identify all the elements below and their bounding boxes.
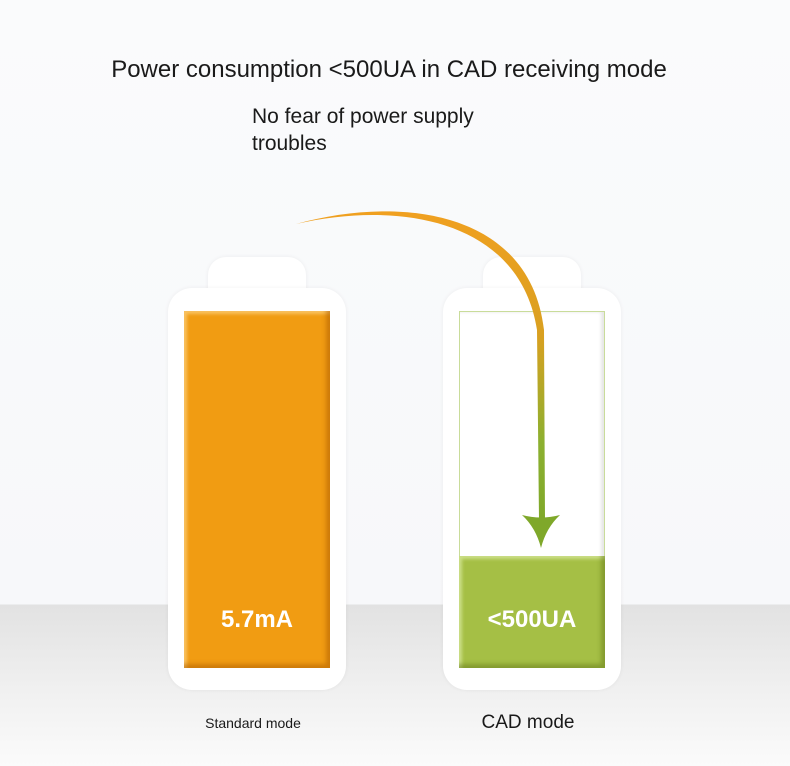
headline: Power consumption <500UA in CAD receivin… <box>111 56 667 83</box>
standard-value: 5.7mA <box>220 606 294 633</box>
subheadline: No fear of power supply troubles <box>252 105 474 155</box>
cad-mode-label: CAD mode <box>481 712 575 733</box>
cad-value: <500UA <box>487 606 577 633</box>
standard-mode-label: Standard mode <box>205 715 301 731</box>
standard-battery-fill: 5.7mA <box>184 311 330 668</box>
cad-battery: <500UA <box>443 288 621 690</box>
standard-battery: 5.7mA <box>168 288 346 690</box>
cad-battery-fill: <500UA <box>459 556 605 668</box>
